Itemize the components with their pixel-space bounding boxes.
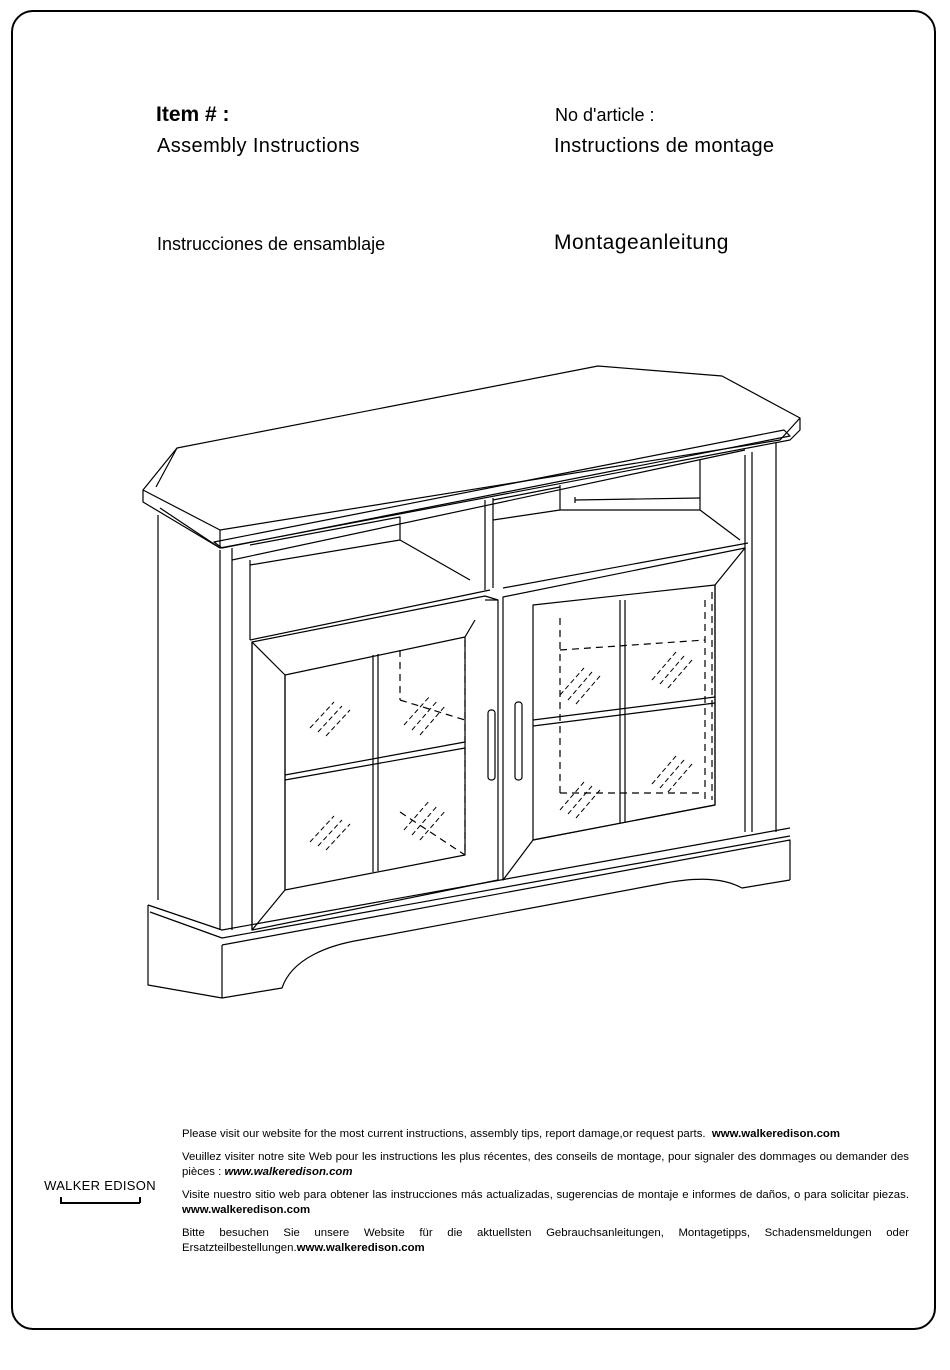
- note-es: Visite nuestro sitio web para obtener la…: [182, 1188, 909, 1218]
- item-number-label-fr: No d'article :: [555, 105, 655, 125]
- note-en-url[interactable]: www.walkeredison.com: [711, 1128, 840, 1140]
- logo-tick-left: [60, 1197, 62, 1203]
- item-number-label-en: Item # :: [156, 103, 230, 126]
- note-es-text: Visite nuestro sitio web para obtener la…: [182, 1189, 909, 1201]
- note-es-url[interactable]: www.walkeredison.com: [182, 1204, 311, 1216]
- logo-text: WALKER EDISON: [44, 1178, 156, 1193]
- note-de-url[interactable]: www.walkeredison.com: [296, 1242, 425, 1254]
- page-border: [11, 10, 936, 1330]
- logo-tick-right: [139, 1197, 141, 1203]
- website-notes: Please visit our website for the most cu…: [182, 1127, 909, 1264]
- logo-underline: [60, 1202, 140, 1204]
- note-en-text: Please visit our website for the most cu…: [182, 1128, 706, 1140]
- note-en: Please visit our website for the most cu…: [182, 1127, 909, 1142]
- walker-edison-logo: WALKER EDISON: [40, 1168, 160, 1208]
- assembly-title-en: Assembly Instructions: [157, 135, 360, 157]
- assembly-title-fr: Instructions de montage: [554, 135, 775, 157]
- note-fr: Veuillez visiter notre site Web pour les…: [182, 1150, 909, 1180]
- note-de-text: Bitte besuchen Sie unsere Website für di…: [182, 1227, 909, 1254]
- note-fr-text: Veuillez visiter notre site Web pour les…: [182, 1151, 909, 1178]
- assembly-title-es: Instrucciones de ensamblaje: [157, 234, 386, 254]
- corner-tv-cabinet-icon: [142, 365, 801, 999]
- assembly-title-de: Montageanleitung: [554, 231, 729, 254]
- note-de: Bitte besuchen Sie unsere Website für di…: [182, 1226, 909, 1256]
- note-fr-url[interactable]: www.walkeredison.com: [224, 1166, 353, 1178]
